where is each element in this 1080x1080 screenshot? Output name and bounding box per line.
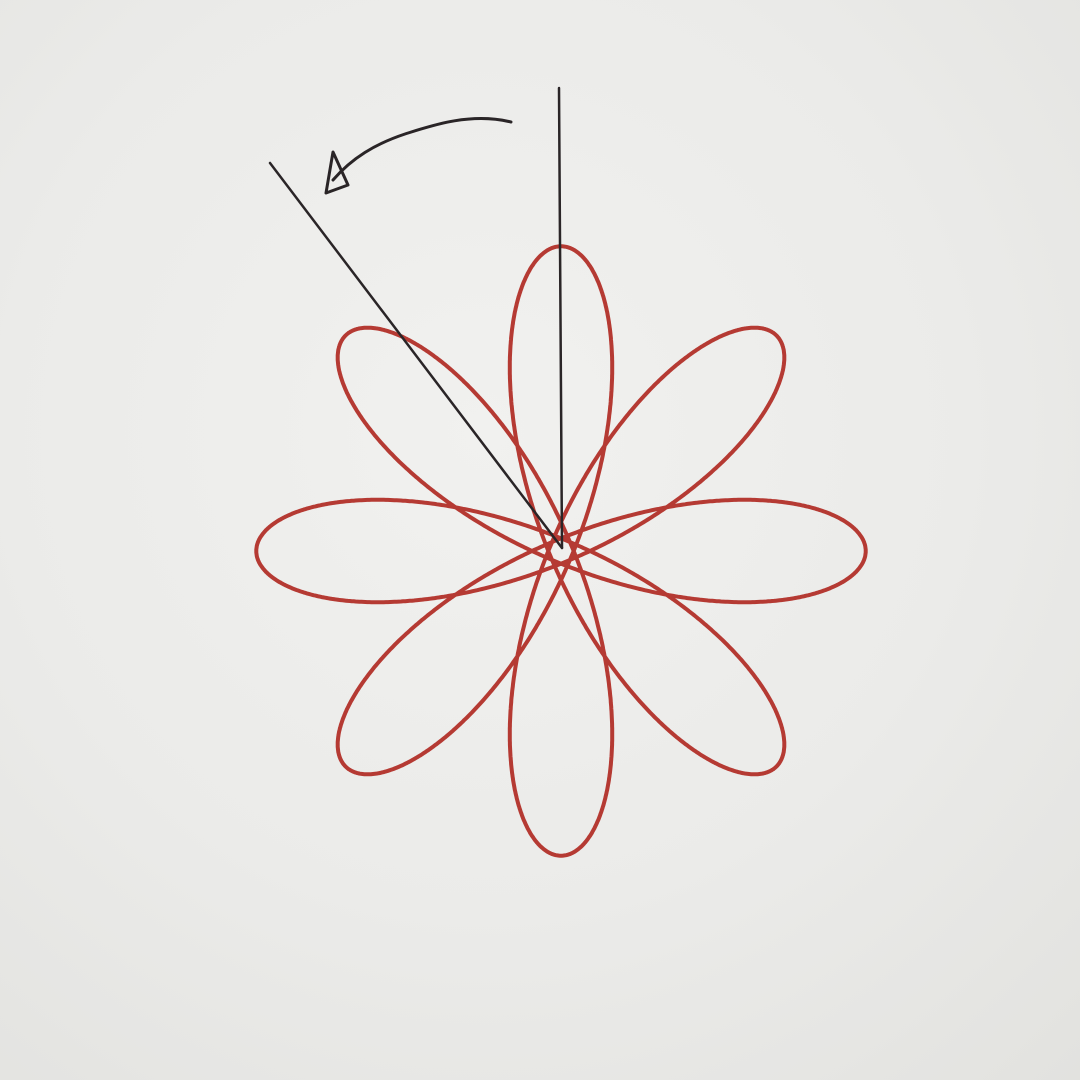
vertical-reference-line: [557, 86, 564, 550]
red-rose-curve: [254, 244, 868, 858]
rotated-reference-line: [268, 161, 564, 550]
rotation-arrow-head-icon: [324, 150, 350, 195]
rotation-arrow: [331, 117, 513, 182]
